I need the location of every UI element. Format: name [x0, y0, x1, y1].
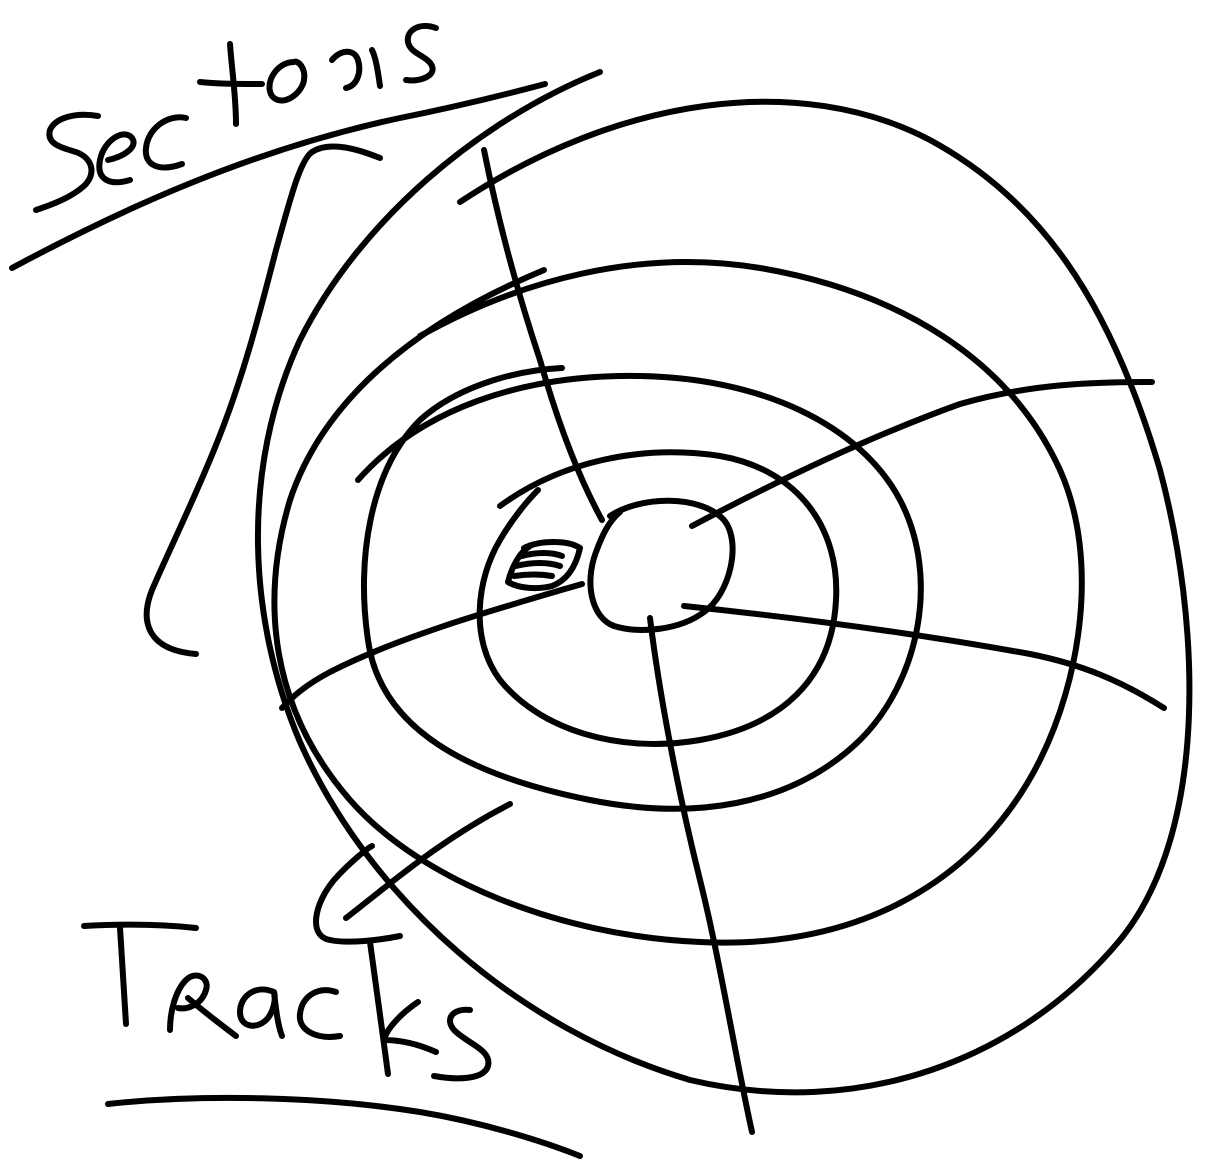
- sectors-label: [36, 26, 436, 210]
- sector-line-bottom: [650, 618, 752, 1132]
- sector-lines: [282, 150, 1164, 1132]
- sector-line-left: [282, 584, 582, 708]
- track-4: [274, 262, 1081, 943]
- sector-line-right-upper: [692, 382, 1152, 526]
- center-scribble: [508, 542, 580, 588]
- tracks-label: [84, 925, 488, 1079]
- tracks-underline: [108, 1098, 580, 1156]
- sector-line-right-lower: [684, 606, 1164, 708]
- tracks-pointer: [316, 846, 400, 942]
